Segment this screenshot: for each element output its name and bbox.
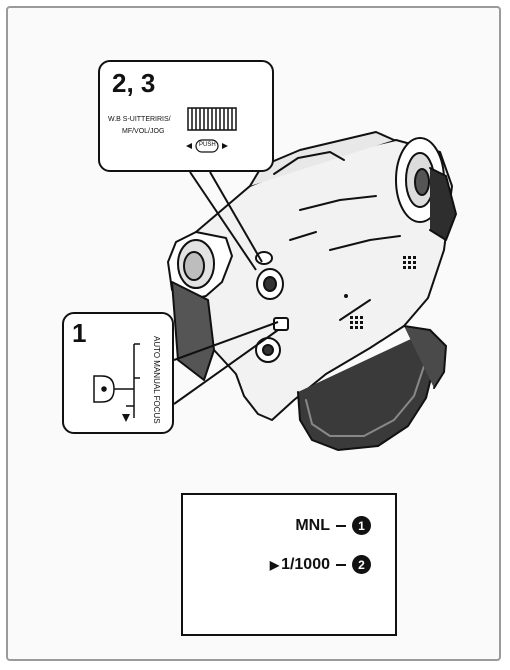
wb-shutter-iris-label: W.B S-UITTERIRIS/ [108,116,171,123]
shutter-speed-text: 1/1000 [281,555,330,573]
auto-manual-focus-label: AUTO MANUAL FOCUS [152,336,161,424]
mf-vol-jog-label: MF/VOL/JOG [122,128,165,135]
shutter-speed-value: ▶1/1000 [270,556,330,574]
push-label: PUSH [199,142,216,148]
manual-mode-row: MNL 1 [295,516,371,535]
marker-2-icon: 2 [352,555,371,574]
lcd-display: MNL 1 ▶1/1000 2 [181,493,397,636]
leader-line [336,524,346,527]
step-number-label: 1 [72,318,87,348]
step-number-label: 2, 3 [112,68,156,98]
manual-mode-indicator: MNL [295,516,330,534]
callout-step-1: 1 AUTO MANUAL FOCUS [62,312,174,434]
jog-dial-icon [186,107,237,153]
shutter-speed-row: ▶1/1000 2 [270,555,371,574]
play-arrow-icon: ▶ [269,557,280,572]
marker-1-icon: 1 [352,516,371,535]
focus-switch-icon [93,343,140,422]
leader-line [336,563,346,566]
callout-steps-2-3: 2, 3 W.B S-UITTERIRIS/ MF/VOL/JOG PUSH [98,60,274,172]
